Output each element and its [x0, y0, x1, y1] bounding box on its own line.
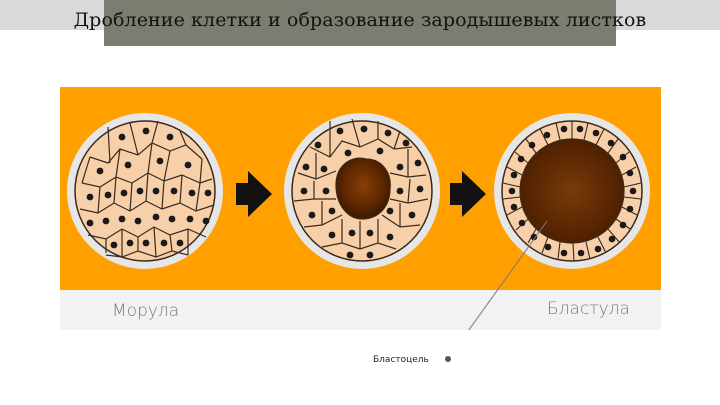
- blastocoel-label: Бластоцель: [373, 355, 429, 365]
- pointer-dot: [445, 356, 451, 362]
- arrow-right-icon: [450, 171, 486, 217]
- cleavage-diagram: Морула Бластула: [60, 87, 661, 330]
- diagram-canvas: [60, 87, 661, 330]
- label-band: [60, 290, 661, 330]
- blastula: [494, 113, 650, 269]
- blastula-label: Бластула: [547, 299, 630, 319]
- early-blastula: [284, 113, 440, 269]
- morula: [67, 113, 223, 269]
- arrow-right-icon: [236, 171, 272, 217]
- blastocoel-pointer-line: [468, 220, 548, 330]
- title-band-dark: [104, 0, 616, 46]
- slide-title: Дробление клетки и образование зародышев…: [73, 9, 647, 31]
- morula-label: Морула: [112, 301, 180, 321]
